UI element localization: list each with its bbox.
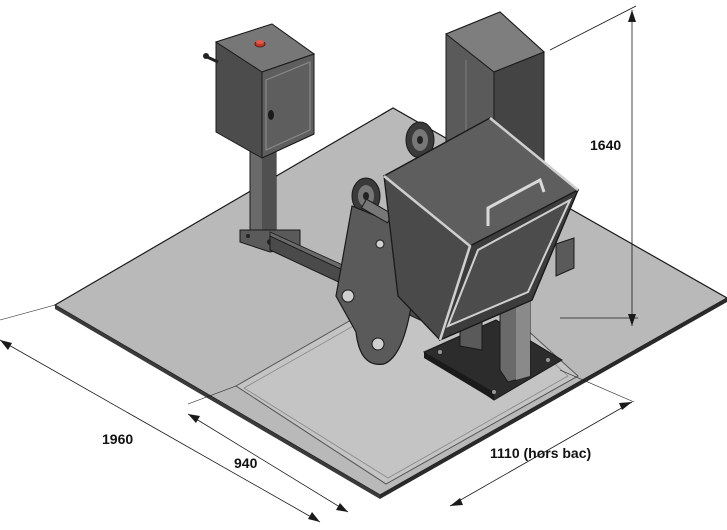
control-box (203, 23, 316, 159)
handle-icon (203, 53, 219, 64)
emergency-stop-button-icon (254, 40, 266, 48)
dimension-width: 1960 (0, 304, 321, 523)
depth-label: 940 (234, 455, 258, 471)
tilting-bin (382, 117, 580, 342)
dimension-frame: 1110 (hors bac) (449, 369, 635, 507)
machine-pedestal (422, 289, 563, 401)
dimension-depth: 940 (187, 385, 349, 513)
lock-icon (268, 110, 274, 120)
height-label: 1640 (590, 137, 621, 153)
dimension-height: 1640 (549, 5, 638, 326)
width-label: 1960 (102, 431, 133, 447)
frame-label: 1110 (hors bac) (490, 445, 591, 461)
bin-handle-icon (486, 177, 546, 226)
wheel-rear (405, 121, 435, 159)
